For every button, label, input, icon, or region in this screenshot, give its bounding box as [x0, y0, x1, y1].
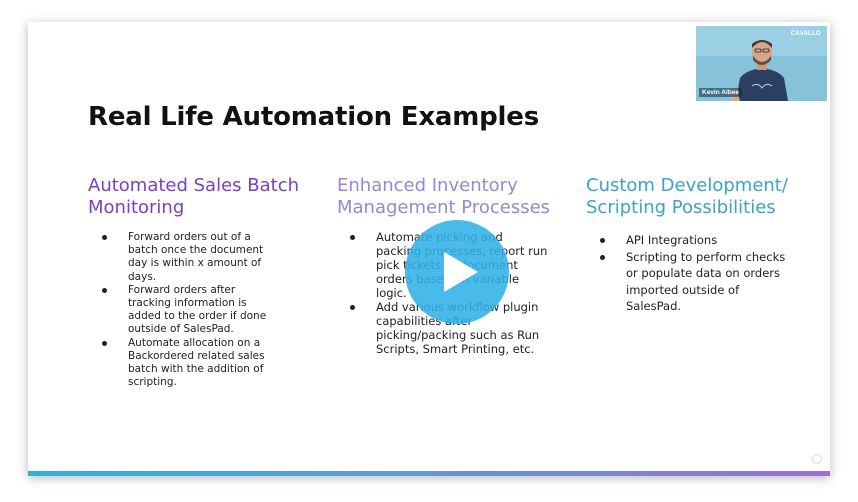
presenter-webcam: CAVALLO Kevin Albee [696, 26, 827, 101]
column-heading-custom-dev: Custom Development/ Scripting Possibilit… [586, 175, 788, 218]
slide-bottom-accent-bar [28, 471, 830, 476]
play-button[interactable] [405, 220, 509, 324]
presenter-name: Kevin Albee [699, 88, 742, 97]
column-heading-inventory: Enhanced Inventory Management Processes [337, 175, 551, 218]
presentation-slide: Real Life Automation Examples Automated … [28, 22, 830, 476]
list-item: API Integrations [598, 232, 788, 249]
slide-corner-mark [812, 454, 822, 464]
play-icon [444, 252, 478, 292]
bullet-list-sales-batch: Forward orders out of a batch once the d… [100, 231, 272, 389]
column-heading-sales-batch: Automated Sales Batch Monitoring [88, 175, 300, 218]
slide-title: Real Life Automation Examples [88, 102, 539, 132]
list-item: Scripting to perform checks or populate … [598, 249, 788, 315]
list-item: Forward orders out of a batch once the d… [100, 231, 272, 284]
list-item: Automate allocation on a Backordered rel… [100, 337, 272, 390]
list-item: Forward orders after tracking informatio… [100, 284, 272, 337]
bullet-list-custom-dev: API Integrations Scripting to perform ch… [598, 232, 788, 315]
video-player-frame[interactable]: Real Life Automation Examples Automated … [28, 22, 830, 476]
company-logo: CAVALLO [790, 31, 821, 37]
